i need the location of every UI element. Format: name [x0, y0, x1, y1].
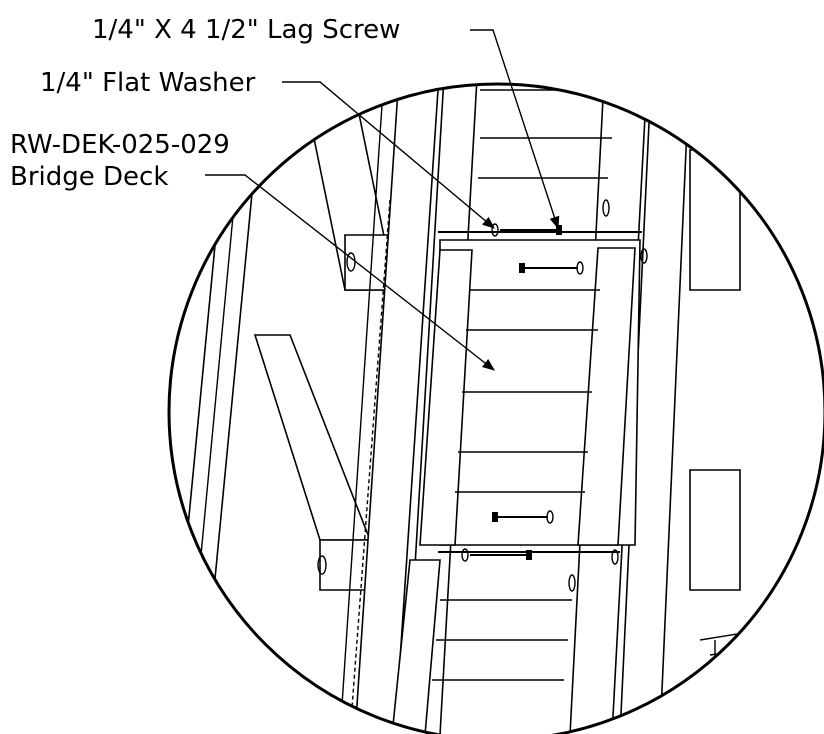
flat-washer-label: 1/4" Flat Washer — [40, 68, 256, 98]
bridge-deck-label: Bridge Deck — [10, 162, 168, 192]
bridge-deck-panel — [419, 231, 642, 553]
lag-screws — [461, 223, 648, 565]
detail-circle — [167, 82, 824, 734]
upper-deck-slats — [478, 89, 612, 179]
part-number-label: RW-DEK-025-029 — [10, 130, 230, 160]
lag-screw-label: 1/4" X 4 1/2" Lag Screw — [92, 15, 400, 45]
leader-lines — [205, 29, 560, 371]
lower-deck-slats — [391, 559, 572, 734]
detail-view — [169, 84, 824, 734]
